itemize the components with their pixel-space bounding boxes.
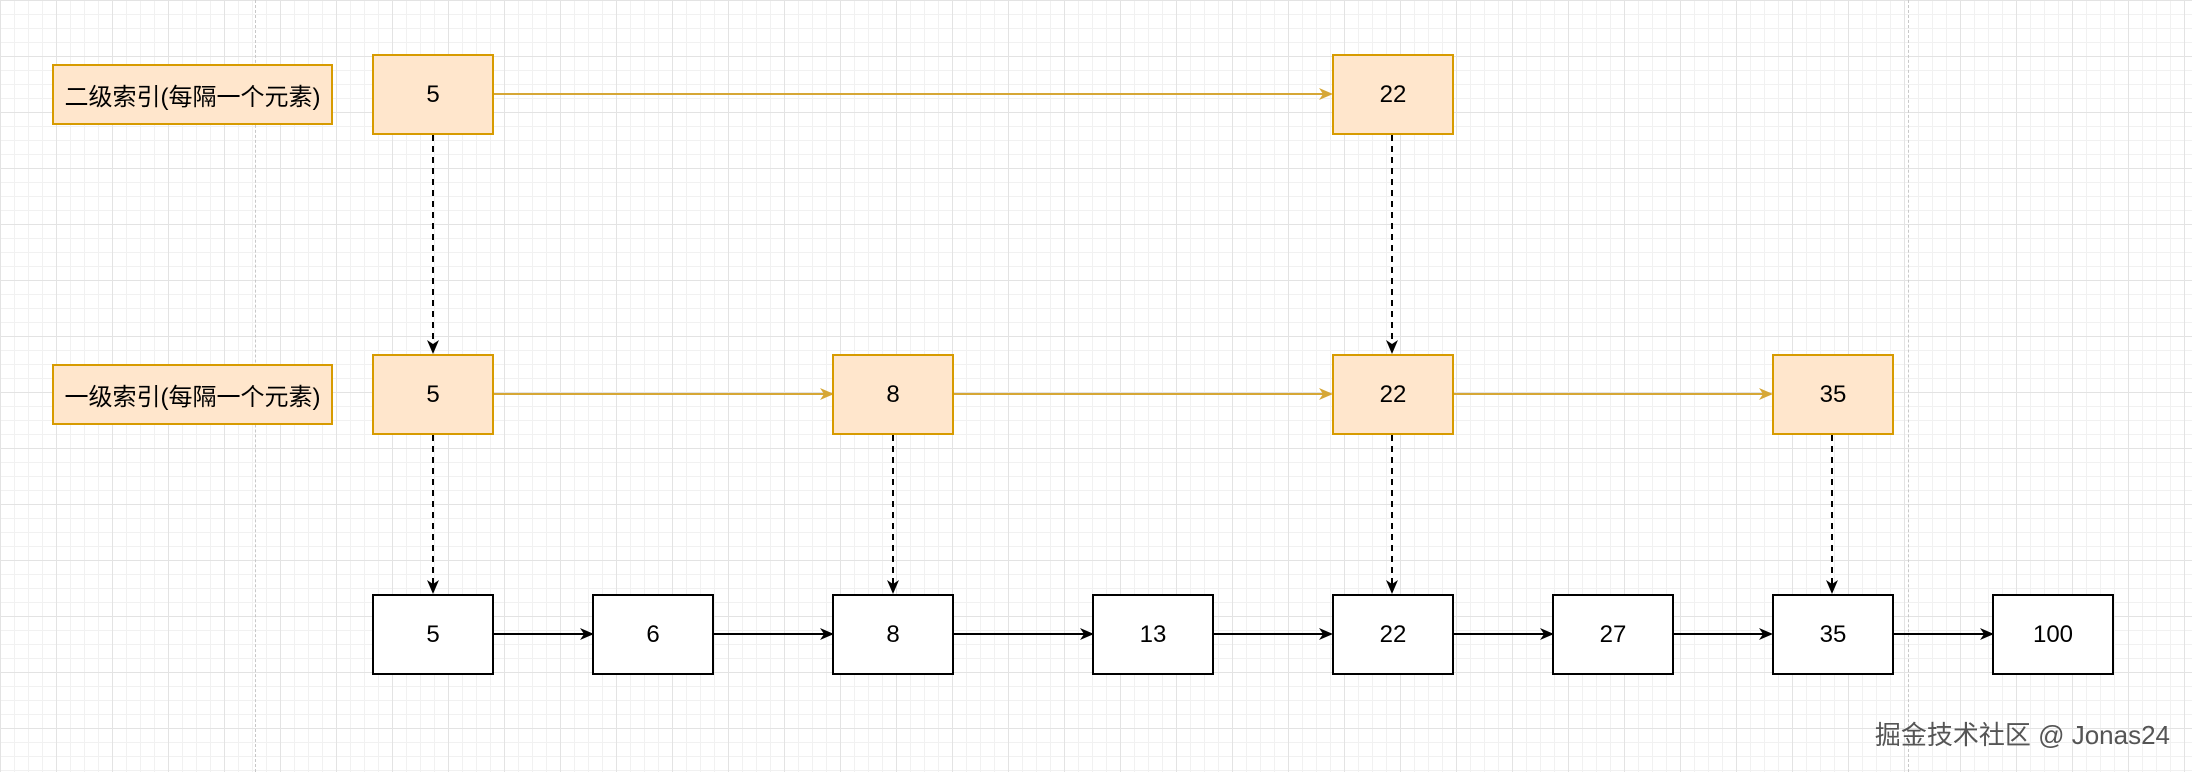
level2-node: 22 bbox=[1332, 54, 1454, 135]
level1-node: 8 bbox=[832, 354, 954, 435]
label-level1-index: 一级索引(每隔一个元素) bbox=[52, 364, 333, 425]
level1-node: 22 bbox=[1332, 354, 1454, 435]
level1-node: 5 bbox=[372, 354, 494, 435]
level2-node: 5 bbox=[372, 54, 494, 135]
base-node: 8 bbox=[832, 594, 954, 675]
base-node: 100 bbox=[1992, 594, 2114, 675]
base-node: 22 bbox=[1332, 594, 1454, 675]
guide-line-right bbox=[1908, 0, 1909, 772]
watermark-brand: 掘金技术社区 bbox=[1874, 720, 2031, 750]
label-level2-index: 二级索引(每隔一个元素) bbox=[52, 64, 333, 125]
base-node: 5 bbox=[372, 594, 494, 675]
base-node: 6 bbox=[592, 594, 714, 675]
base-node: 35 bbox=[1772, 594, 1894, 675]
watermark: 掘金技术社区 @ Jonas24 bbox=[1875, 715, 2170, 752]
watermark-handle: @ Jonas24 bbox=[2038, 720, 2170, 750]
base-node: 27 bbox=[1552, 594, 1674, 675]
base-node: 13 bbox=[1092, 594, 1214, 675]
level1-node: 35 bbox=[1772, 354, 1894, 435]
